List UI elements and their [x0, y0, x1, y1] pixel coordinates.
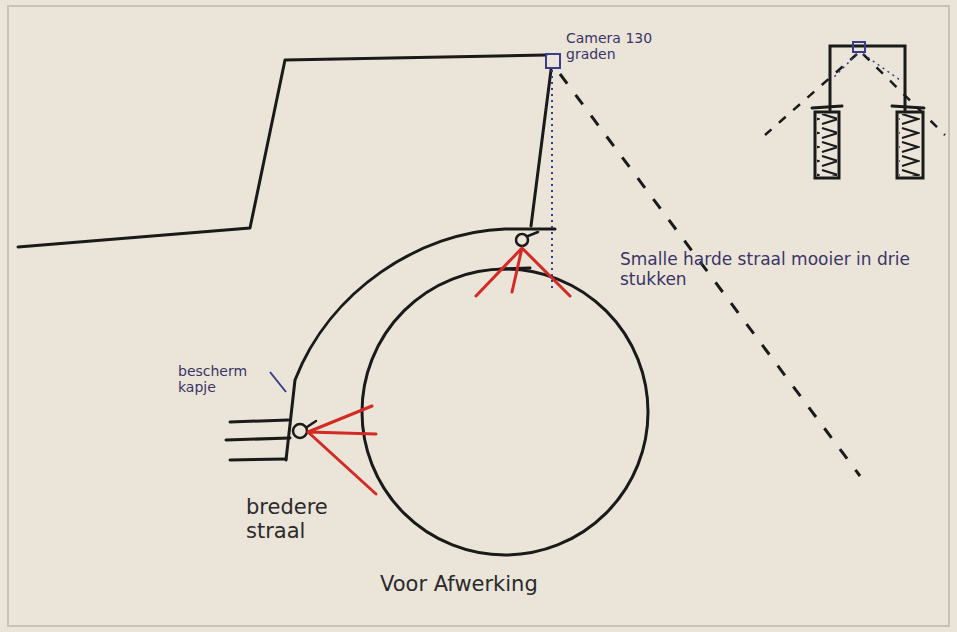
handwritten-note: Voor Afwerking [380, 572, 600, 596]
handwritten-note: bredere straal [246, 495, 366, 543]
handwritten-note: Smalle harde straal mooier in drie stukk… [620, 250, 910, 289]
handwritten-note: bescherm kapje [178, 363, 258, 395]
handwritten-note: Camera 130 graden [566, 30, 706, 62]
